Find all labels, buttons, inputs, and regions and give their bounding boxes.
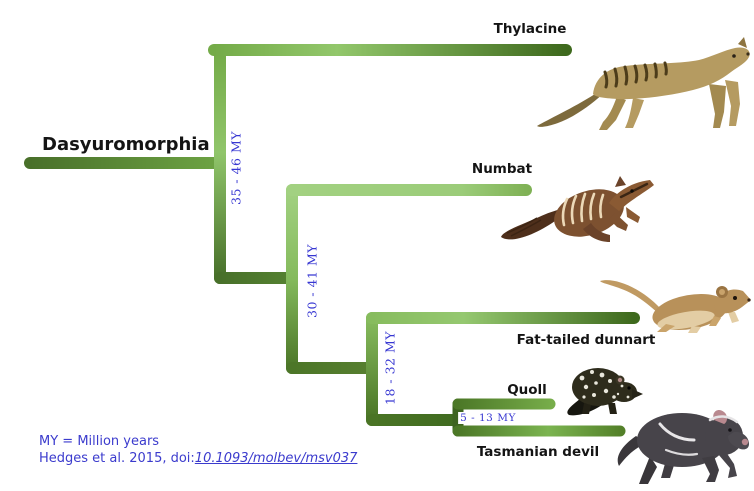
divergence-label-root-split: 35 - 46 MY [228, 130, 244, 206]
species-label-numbat: Numbat [471, 161, 533, 177]
species-label-tasmanian-devil: Tasmanian devil [476, 444, 600, 460]
fat-tailed-dunnart-illustration [600, 280, 751, 333]
divergence-label-numbat-split: 30 - 41 MY [304, 243, 320, 319]
species-label-fat-tailed-dunnart: Fat-tailed dunnart [516, 332, 656, 348]
legend-text: MY = Million years [39, 434, 160, 449]
tasmanian-devil-illustration [617, 409, 749, 484]
doi-link[interactable]: 10.1093/molbev/msv037 [194, 451, 358, 466]
citation-line: Hedges et al. 2015, doi:10.1093/molbev/m… [39, 450, 357, 467]
order-label: Dasyuromorphia [42, 134, 210, 155]
divergence-label-quoll-devil-split: 5 - 13 MY [458, 412, 518, 424]
species-label-quoll: Quoll [507, 382, 547, 398]
citation-prefix: Hedges et al. 2015, doi: [39, 451, 195, 466]
species-label-thylacine: Thylacine [493, 21, 567, 37]
quoll-illustration [567, 368, 643, 416]
figure-footer: MY = Million years Hedges et al. 2015, d… [39, 433, 357, 467]
divergence-label-dunnart-split: 18 - 32 MY [382, 330, 398, 406]
thylacine-illustration [537, 37, 750, 130]
numbat-illustration [501, 176, 654, 242]
